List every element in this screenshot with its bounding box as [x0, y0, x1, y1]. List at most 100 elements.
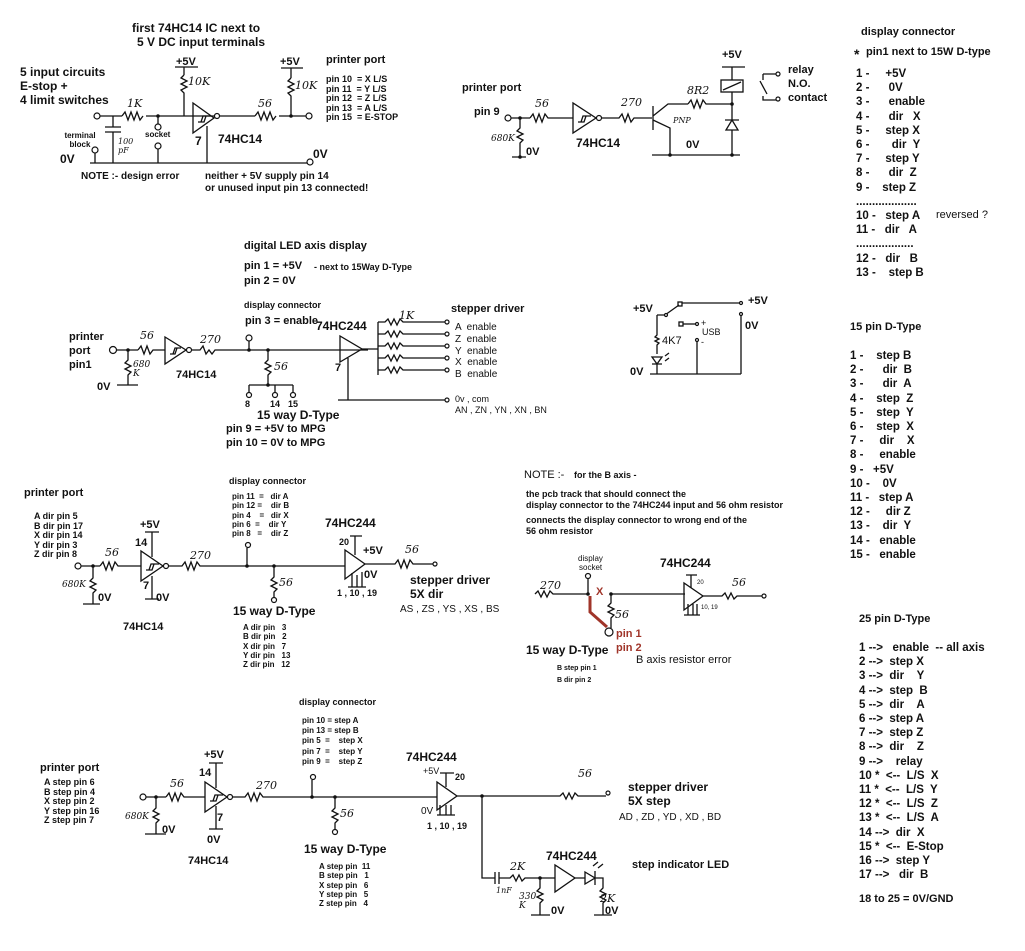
input-terminal: [93, 112, 101, 120]
step-led-label: step indicator LED: [632, 859, 730, 871]
printer-port-label: printer port: [462, 82, 522, 94]
printer-port-pin-list: A dir pin 5 B dir pin 17 X dir pin 14 Y …: [34, 511, 83, 560]
dtype-pin-terminal: [604, 627, 614, 637]
pin-entry: 13 - step B: [856, 266, 924, 279]
display-connector-note: pin1 next to 15W D-type: [866, 46, 991, 58]
pin-entry: 15 - enable: [850, 548, 916, 561]
ic-label: 74HC244: [316, 319, 367, 333]
supply-label: +5V: [722, 49, 742, 61]
pin-entry: 4 - dir X: [856, 110, 921, 123]
ground-label: 0V: [313, 147, 328, 161]
ground-label: 0V: [421, 806, 434, 817]
resistor-label: 2K: [510, 860, 526, 873]
resistor-label: 56: [258, 97, 272, 110]
socket-label: socket: [145, 130, 171, 139]
resistor-56: [606, 594, 616, 628]
pin-entry: 14 --> dir X: [859, 826, 925, 839]
resistor-4k7: [653, 315, 661, 354]
pin-mapping: pin 5 = step X: [302, 736, 363, 746]
printer-port-label: printer: [69, 331, 104, 343]
pin-mapping: Z step pin 4: [319, 899, 368, 909]
resistor-56: [269, 566, 279, 597]
ic-label: 74HC244: [660, 556, 711, 570]
pin-entry: 9 - step Z: [856, 181, 917, 194]
enable-title: digital LED axis display: [244, 240, 367, 252]
printer-port-label: printer port: [40, 762, 100, 774]
resistor-56: [254, 110, 277, 122]
dtype-title: 15 way D-Type: [304, 842, 387, 856]
pulldown-680k: [83, 566, 100, 605]
relay-label: contact: [788, 92, 828, 104]
resistor-label: 56: [170, 777, 184, 790]
buffer-74hc244: [436, 780, 459, 812]
ic-label: 74HC14: [188, 855, 229, 867]
ic-label: 74HC14: [576, 136, 621, 150]
ic-label: 74HC244: [325, 516, 376, 530]
dtype15-pin-list: 1 - step B 2 - dir B 3 - dir A 4 - step …: [850, 349, 916, 562]
resistor-label: 2K: [600, 892, 616, 905]
resistor-label: 270: [621, 96, 642, 109]
pin-mapping: pin 9 = step Z: [302, 756, 363, 766]
supply-label: +5V: [363, 545, 383, 557]
stepper-driver-pins: AS , ZS , YS , XS , BS: [400, 604, 500, 615]
pin-entry: 13 - dir Y: [850, 520, 912, 533]
pin-mapping: Y step pin 16: [44, 805, 100, 816]
enable-output: A enable: [455, 322, 497, 333]
resistor-label: 56: [615, 608, 629, 621]
pin-entry: 12 - dir Z: [850, 506, 911, 519]
pin-mapping: pin 10 = step A: [302, 716, 359, 725]
pin-mapping: X step pin 6: [319, 880, 369, 890]
dtype25-title: 25 pin D-Type: [859, 613, 931, 625]
design-error-note: NOTE :- design error: [81, 171, 180, 182]
dtype-pin-mapping: B step pin 1: [557, 665, 597, 672]
dtype-mpg-line2: pin 10 = 0V to MPG: [226, 437, 326, 449]
flyback-diode: [724, 104, 740, 155]
pin-mapping: A dir pin 5: [34, 511, 78, 521]
pulldown-680k: [117, 350, 138, 386]
printer-port-label: pin1: [69, 359, 92, 371]
pin-mapping: X dir pin 14: [34, 530, 83, 540]
pin-entry: 11 * <-- L/S Y: [859, 784, 938, 797]
b-note-line1: the pcb track that should connect the: [526, 489, 687, 499]
resistor-label: 1K: [399, 309, 415, 322]
schmitt-inverter: [204, 780, 229, 814]
resistor-label: 270: [256, 779, 277, 792]
resistor-label: 270: [190, 549, 211, 562]
ground-label: 0V: [97, 381, 111, 393]
enable-pin1-note: - next to 15Way D-Type: [314, 262, 413, 272]
display-connector-pin3: [245, 334, 253, 342]
pin-entry: 11 - dir A: [856, 224, 917, 237]
pin-entry: 1 --> enable -- all axis: [859, 642, 985, 654]
pin-entry: 3 --> dir Y: [859, 670, 925, 683]
pin-entry: 15 * <-- E-Stop: [859, 840, 944, 853]
pin-entry: 5 - step X: [856, 124, 920, 137]
resistor-label: 56: [340, 807, 354, 820]
resistor-label: 680K: [125, 812, 149, 822]
transistor-label: PNP: [673, 116, 691, 125]
pin2-label: pin 2: [616, 642, 642, 654]
pin-entry: 6 --> step A: [859, 713, 925, 726]
enable-pin1: pin 1 = +5V: [244, 260, 303, 272]
pin-mapping: pin 6 = dir Y: [232, 519, 287, 529]
display-connector-terminal: [244, 541, 252, 549]
ground-label: 0V: [605, 905, 619, 917]
error-x-mark: X: [596, 586, 604, 598]
pin-entry: 12 - dir B: [856, 252, 918, 265]
relay-contact: [759, 73, 776, 101]
dir-circuit: [74, 531, 438, 605]
dtype-pin-mapping: B dir pin 2: [557, 677, 592, 684]
b-axis-error-circuit: [534, 572, 767, 637]
pin-mapping: B step pin 4: [44, 786, 96, 797]
design-error-line1: neither + 5V supply pin 14: [205, 171, 329, 182]
resistor-label: 680 K: [133, 360, 151, 379]
resistor-label: 10K: [295, 79, 318, 92]
pin-mapping: B step pin 1: [319, 871, 369, 881]
resistor-label: 8R2: [687, 84, 710, 97]
pin-label: 20: [455, 772, 466, 782]
supply-label: +5V: [140, 519, 160, 531]
reversed-note: reversed ?: [936, 209, 988, 221]
dtype-title: 15 way D-Type: [233, 604, 316, 618]
pullup-10k-right: [286, 77, 296, 116]
pin-entry: 11 - step A: [850, 492, 914, 505]
pin-label: 20: [697, 580, 704, 586]
